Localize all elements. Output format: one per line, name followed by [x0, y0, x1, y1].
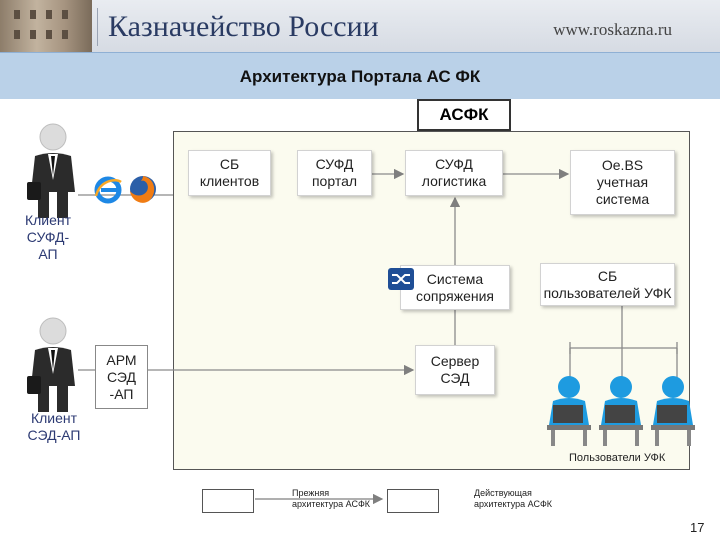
building-photo — [0, 0, 92, 52]
site-url[interactable]: www.roskazna.ru — [553, 20, 672, 39]
page-number: 17 — [690, 520, 705, 535]
system-label: АСФК — [417, 99, 511, 131]
integration-icon — [388, 268, 414, 290]
slide-title: Архитектура Портала АС ФК — [239, 67, 481, 86]
user-computer-icon — [599, 376, 643, 446]
title-bar: Архитектура Портала АС ФК — [0, 52, 720, 99]
users-label: Пользователи УФК — [569, 452, 666, 464]
person-icon — [27, 123, 75, 218]
legend-current-box — [387, 489, 439, 513]
org-name: Казначейство России — [108, 10, 379, 43]
person-icon — [27, 317, 75, 412]
firefox-icon — [130, 176, 156, 203]
header: Казначейство России www.roskazna.ru — [0, 0, 720, 52]
user-computer-icon — [547, 376, 591, 446]
user-computer-icon — [651, 376, 695, 446]
legend-previous-box — [202, 489, 254, 513]
header-divider — [97, 8, 98, 46]
internet-explorer-icon — [94, 176, 122, 204]
